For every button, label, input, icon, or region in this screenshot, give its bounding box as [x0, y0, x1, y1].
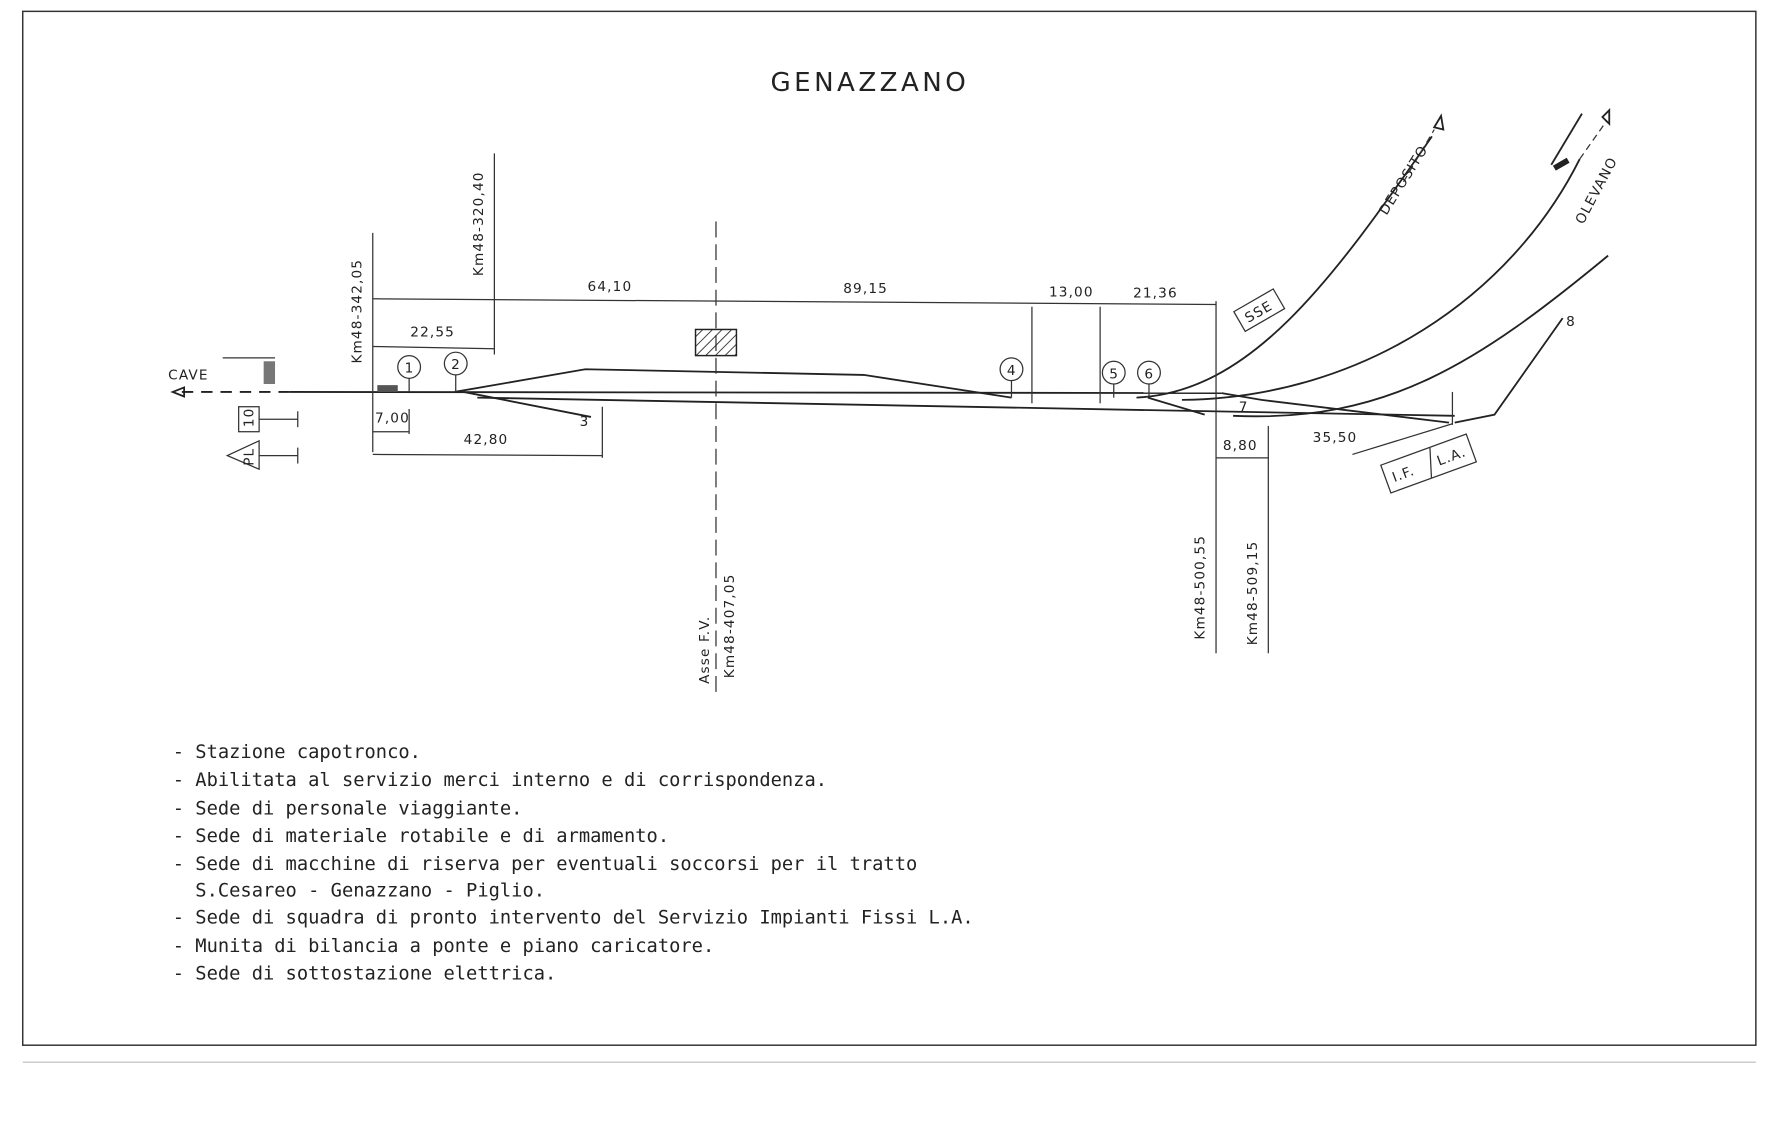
svg-text:2: 2 [451, 357, 461, 373]
svg-text:6: 6 [1144, 366, 1154, 382]
switch-5: 5 [1101, 360, 1126, 398]
svg-text:5: 5 [1109, 366, 1119, 382]
station-notes: - Stazione capotronco. - Abilitata al se… [173, 742, 974, 985]
direction-deposito: DEPOSITO [1376, 143, 1431, 218]
switch-4: 4 [999, 357, 1024, 398]
dim-89-15: 89,15 [843, 281, 888, 297]
pl-sign: PL [225, 439, 299, 471]
track-7: 7 [1239, 399, 1249, 415]
note-line: - Sede di sottostazione elettrica. [173, 963, 557, 984]
dim-22-55: 22,55 [410, 324, 455, 340]
note-line: S.Cesareo - Genazzano - Piglio. [173, 880, 545, 901]
dimension-labels: 64,10 89,15 13,00 21,36 22,55 7,00 42,80… [168, 279, 1576, 454]
dim-21-36: 21,36 [1133, 286, 1178, 302]
svg-text:1: 1 [405, 361, 415, 377]
svg-text:SSE: SSE [1242, 298, 1275, 327]
if-la-box: I.F. L.A. [1379, 433, 1478, 494]
speed-sign: 10 [238, 406, 299, 433]
km-407-05: Km48-407,05 [722, 574, 738, 679]
direction-cave: CAVE [168, 367, 208, 383]
switch-2: 2 [443, 351, 468, 392]
frame-border [21, 10, 1757, 1046]
switch-6: 6 [1136, 360, 1161, 398]
km-labels: Km48-342,05 Km48-320,40 Asse F.V. Km48-4… [349, 143, 1621, 684]
dim-8-80: 8,80 [1223, 438, 1258, 454]
reference-lines [372, 153, 1454, 696]
note-line: - Stazione capotronco. [173, 742, 421, 763]
dim-7-00: 7,00 [375, 411, 410, 427]
note-line: - Sede di squadra di pronto intervento d… [173, 908, 974, 929]
switch-1: 1 [397, 354, 422, 392]
axis-fv: Asse F.V. [697, 616, 713, 684]
note-line: - Sede di macchine di riserva per eventu… [173, 854, 918, 875]
sse-box: SSE [1232, 288, 1286, 333]
track-3: 3 [580, 414, 590, 430]
svg-text:L.A.: L.A. [1435, 444, 1469, 469]
km-342-05: Km48-342,05 [349, 259, 365, 364]
tracks [170, 108, 1611, 424]
km-320-40: Km48-320,40 [471, 171, 487, 276]
dim-13-00: 13,00 [1049, 285, 1094, 301]
svg-text:PL: PL [241, 448, 257, 466]
note-line: - Sede di personale viaggiante. [173, 799, 523, 820]
track-8: 8 [1566, 314, 1576, 330]
direction-olevano: OLEVANO [1573, 154, 1622, 226]
passenger-building [694, 328, 738, 357]
km-500-55: Km48-500,55 [1193, 535, 1209, 640]
station-title: GENAZZANO [771, 68, 970, 98]
svg-text:4: 4 [1007, 363, 1017, 379]
dim-64-10: 64,10 [588, 279, 633, 295]
note-line: - Abilitata al servizio merci interno e … [173, 770, 827, 791]
note-line: - Munita di bilancia a ponte e piano car… [173, 936, 714, 957]
km-509-15: Km48-509,15 [1245, 541, 1261, 646]
svg-text:I.F.: I.F. [1390, 463, 1417, 486]
switches: 1 2 4 5 6 [397, 351, 1161, 398]
svg-text:10: 10 [241, 408, 257, 428]
note-line: - Sede di materiale rotabile e di armame… [173, 826, 669, 847]
dim-42-80: 42,80 [464, 432, 509, 448]
dim-35-50: 35,50 [1313, 430, 1358, 446]
